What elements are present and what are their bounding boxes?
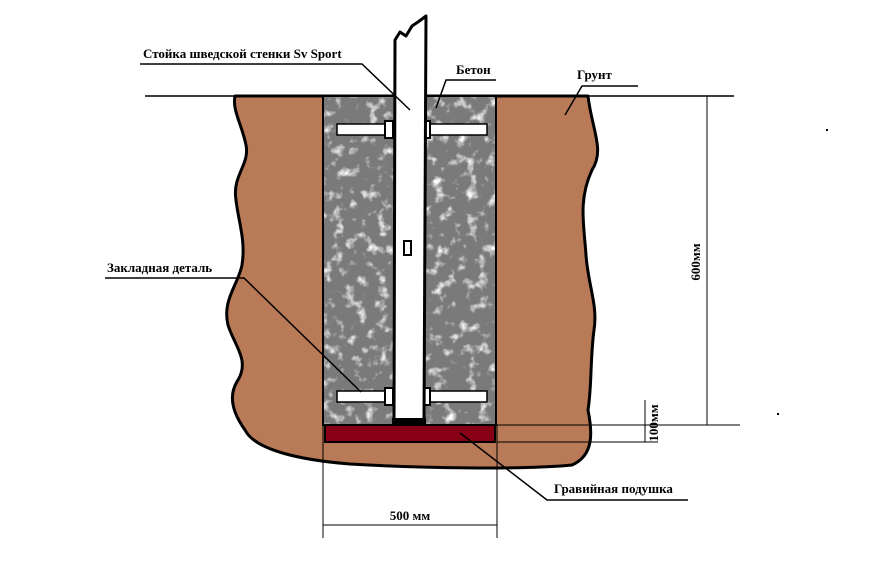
leader-lines bbox=[105, 63, 688, 501]
depth-dimension-label: 600мм bbox=[688, 243, 703, 280]
width-dimension-label: 500 мм bbox=[390, 508, 431, 523]
pad-dimension-label: 100мм bbox=[646, 404, 661, 441]
gravel-pad-label: Гравийная подушка bbox=[554, 481, 673, 496]
stray-dots bbox=[777, 129, 828, 415]
concrete-label: Бетон bbox=[456, 62, 491, 77]
post-label: Стойка шведской стенки Sv Sport bbox=[143, 46, 342, 61]
dimension-lines bbox=[322, 96, 740, 538]
wall-bar-post bbox=[392, 14, 428, 426]
embedded-part-label: Закладная деталь bbox=[107, 260, 212, 275]
soil-label: Грунт bbox=[577, 67, 613, 82]
